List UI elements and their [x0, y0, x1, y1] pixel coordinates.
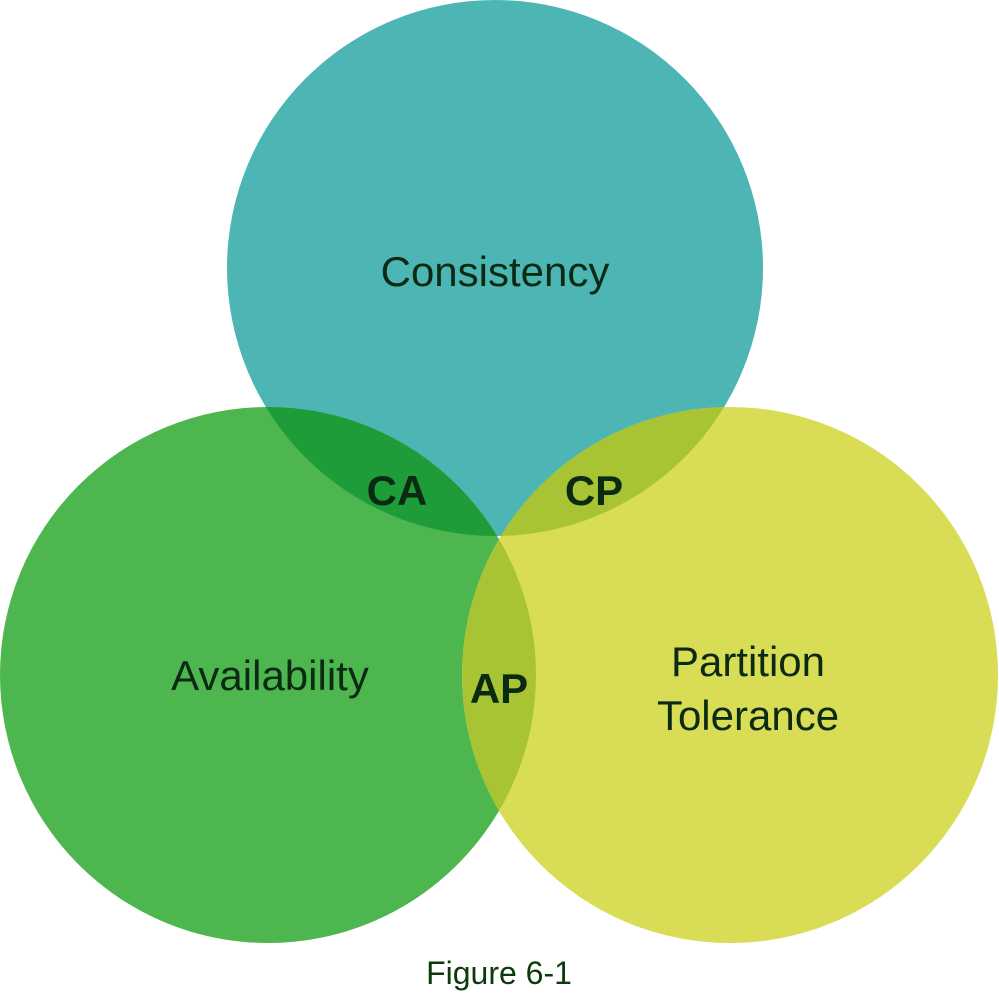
- availability-label: Availability: [171, 652, 369, 699]
- availability-circle: [0, 407, 536, 943]
- consistency-circle: [227, 0, 763, 536]
- cp-label: CP: [565, 467, 623, 514]
- ap-label: AP: [470, 665, 528, 712]
- partition-tolerance-circle: [462, 407, 998, 943]
- partition-label-line-2: Tolerance: [657, 692, 839, 739]
- ca-label: CA: [367, 467, 428, 514]
- figure-caption: Figure 6-1: [426, 955, 572, 991]
- consistency-label: Consistency: [381, 248, 610, 295]
- partition-label-line-1: Partition: [671, 638, 825, 685]
